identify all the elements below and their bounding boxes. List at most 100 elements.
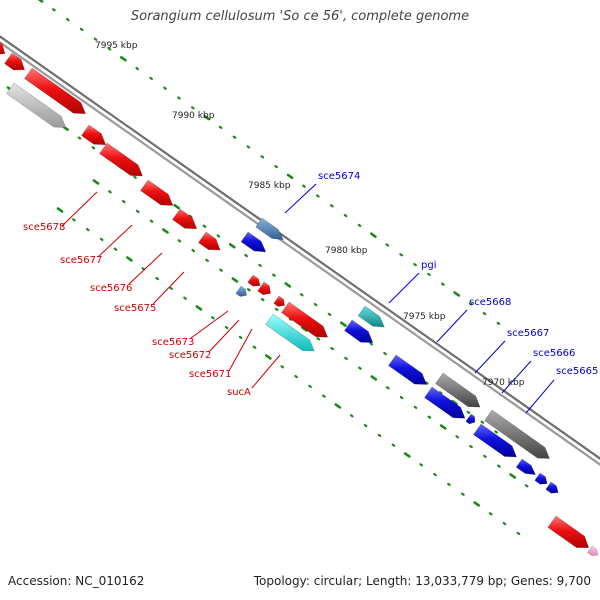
gene-steel-arrow: [255, 217, 284, 241]
gene-gray-arrow: [435, 372, 481, 408]
tick-dot: [340, 321, 347, 327]
tick-dot: [343, 213, 348, 218]
gene-forward-arrow: [99, 142, 143, 177]
tick-dot: [329, 204, 334, 208]
scale-tick-label: 7970 kbp: [482, 378, 525, 388]
gene-forward-arrow: [172, 208, 198, 230]
scale-tick-label: 7980 kbp: [325, 246, 368, 256]
tick-dot: [438, 391, 443, 395]
tick-dot: [258, 263, 262, 268]
tick-dot: [334, 403, 342, 409]
tick-dot: [468, 302, 473, 306]
tick-dot: [126, 256, 133, 262]
tick-dot: [72, 218, 76, 222]
tick-dot: [469, 444, 473, 449]
gene-label-right: sce5674: [318, 171, 360, 182]
gene-label-left: sce5676: [90, 283, 132, 294]
tick-dot: [77, 136, 82, 140]
gene-forward-arrow: [273, 295, 285, 307]
tick-dot: [377, 433, 382, 438]
gene-reverse-arrow: [534, 472, 548, 485]
tick-dot: [133, 175, 137, 179]
tick-dot: [370, 375, 378, 381]
tick-dot: [121, 199, 126, 204]
tick-dot: [294, 374, 298, 379]
tick-dot: [280, 365, 285, 369]
gene-forward-arrow: [247, 274, 261, 287]
tick-dot: [210, 316, 215, 320]
tick-dot: [488, 512, 493, 516]
tick-dot: [399, 395, 404, 400]
tick-dot: [238, 335, 243, 340]
tick-dot: [108, 190, 112, 194]
tick-dot: [219, 268, 223, 272]
tick-dot: [173, 203, 181, 210]
gene-label-right: sce5666: [533, 348, 575, 359]
gene-reverse-arrow: [424, 386, 466, 419]
tick-dot: [107, 47, 112, 51]
tick-dot: [370, 232, 377, 238]
tick-dot: [497, 464, 501, 468]
tick-dot: [322, 394, 326, 398]
tick-dot: [453, 291, 461, 297]
gene-reverse-arrow: [515, 458, 537, 475]
gene-features: [0, 41, 599, 557]
tick-dot: [316, 337, 321, 341]
tick-dot: [433, 472, 437, 477]
tick-dot: [260, 155, 265, 159]
gene-label-left: sce5672: [169, 350, 211, 361]
tick-dot: [461, 492, 465, 496]
label-leader-line: [190, 310, 229, 339]
tick-dot: [424, 381, 429, 385]
backbone-rail-outer: [0, 35, 600, 460]
tick-dot: [218, 125, 223, 130]
gene-forward-arrow: [4, 52, 26, 71]
tick-dot: [327, 312, 332, 317]
gene-label-right: sce5668: [469, 297, 511, 308]
tick-dot: [99, 237, 104, 242]
tick-dot: [231, 277, 239, 283]
label-leader-line: [284, 183, 317, 214]
tick-dot: [302, 184, 306, 188]
tick-dot: [369, 342, 374, 346]
tick-dot: [496, 321, 501, 325]
tick-dot: [363, 423, 368, 428]
label-leader-line: [474, 340, 506, 374]
tick-dot: [85, 227, 90, 232]
gene-label-right: pgi: [421, 260, 436, 271]
tick-dot: [205, 258, 209, 263]
tick-dot: [301, 326, 308, 332]
gene-label-right: sce5667: [507, 328, 549, 339]
label-leader-line: [251, 354, 281, 389]
tick-dot: [177, 96, 181, 100]
gene-forward-arrow: [257, 281, 271, 296]
tick-dot: [385, 243, 390, 247]
accession-text: Accession: NC_010162: [8, 574, 145, 588]
label-leader-line: [228, 328, 253, 372]
label-leader-line: [61, 191, 98, 227]
tick-dot: [524, 484, 529, 488]
scale-tick-label: 7995 kbp: [95, 41, 138, 51]
tick-dot: [155, 276, 160, 281]
tick-dot: [308, 384, 312, 389]
tick-dot: [162, 228, 169, 234]
tick-dot: [92, 179, 100, 185]
gene-forward-arrow: [198, 231, 221, 251]
gene-label-left: sce5671: [189, 369, 231, 380]
scale-tick-label: 7975 kbp: [403, 312, 446, 322]
tick-dot: [455, 435, 460, 439]
tick-dot: [357, 223, 362, 228]
tick-dot: [246, 145, 251, 149]
tick-dot: [188, 214, 193, 219]
genome-summary-text: Topology: circular; Length: 13,033,779 b…: [253, 574, 591, 588]
tick-dot: [441, 282, 445, 286]
gene-pink-arrow: [586, 545, 599, 557]
tick-dot: [52, 8, 56, 12]
tick-dot: [216, 234, 221, 238]
tick-dot: [383, 351, 387, 356]
tick-dot: [483, 454, 487, 459]
tick-dot: [79, 27, 84, 32]
map-title: Sorangium cellulosum 'So ce 56', complet…: [130, 9, 470, 24]
gene-label-left: sce5673: [152, 337, 194, 348]
